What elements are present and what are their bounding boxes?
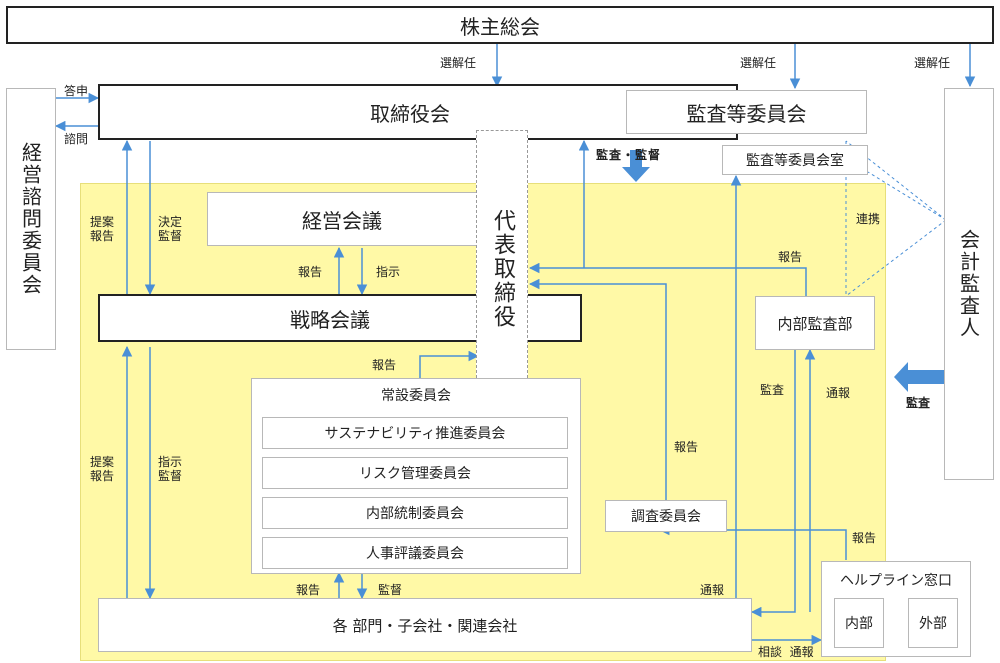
committee-personnel-label: 人事評議委員会 <box>366 546 464 562</box>
committee-internal-control: 内部統制委員会 <box>262 497 568 529</box>
audit-committee-office: 監査等委員会室 <box>722 145 868 175</box>
label-report-standing-up: 報告 <box>296 583 321 597</box>
strategy-meeting-label: 戦略会議 <box>290 307 370 332</box>
investigation-committee-label: 調査委員会 <box>631 509 701 525</box>
representative-director: 代表取締役 <box>476 130 528 408</box>
label-appoint-board: 選解任 <box>440 56 477 70</box>
label-report-ia: 報告 <box>778 250 803 264</box>
accounting-auditor: 会計監査人 <box>944 88 994 480</box>
audit-supervise-arrow <box>622 150 650 182</box>
label-audit-supervise: 監査・監督 <box>596 148 662 162</box>
standing-committees-title: 常設委員会 <box>381 388 451 404</box>
label-audit-ia: 監査 <box>760 383 785 397</box>
label-proposal-report-2: 提案 報告 <box>90 455 115 483</box>
departments-label: 各 部門・子会社・関連会社 <box>332 616 518 635</box>
label-coop: 連携 <box>856 212 881 226</box>
committee-risk-label: リスク管理委員会 <box>359 466 471 482</box>
arrow-ia-report <box>528 262 807 296</box>
label-appoint-auditor: 選解任 <box>914 56 951 70</box>
label-report-standing: 報告 <box>372 358 397 372</box>
label-consult: 諮問 <box>64 132 89 146</box>
advisory-committee: 経営諮問委員会 <box>6 88 56 350</box>
committee-sustainability-label: サステナビリティ推進委員会 <box>324 426 506 442</box>
management-meeting: 経営会議 <box>207 192 477 246</box>
label-whistle-office: 通報 <box>700 583 725 597</box>
helpline-title: ヘルプライン窓口 <box>840 573 952 589</box>
arrow-ia-audit <box>750 350 796 618</box>
auditor-audit-arrow <box>894 362 944 392</box>
committee-sustainability: サステナビリティ推進委員会 <box>262 417 568 449</box>
audit-committee-office-label: 監査等委員会室 <box>746 153 844 169</box>
label-report-inv: 報告 <box>674 440 699 454</box>
label-audit-auditor: 監査 <box>906 396 931 410</box>
label-appoint-audit: 選解任 <box>740 56 777 70</box>
standing-committees: 常設委員会 サステナビリティ推進委員会 リスク管理委員会 内部統制委員会 人事評… <box>251 378 581 574</box>
label-report-helpline: 報告 <box>852 531 877 545</box>
advisory-committee-label: 経営諮問委員会 <box>18 142 43 296</box>
label-proposal-report-1: 提案 報告 <box>90 215 115 243</box>
committee-internal-control-label: 内部統制委員会 <box>366 506 464 522</box>
label-decision-supervise: 決定 監督 <box>158 215 183 243</box>
label-report-1: 報告 <box>298 265 323 279</box>
helpline-external-label: 外部 <box>919 616 947 632</box>
arrow-standing-report <box>419 350 480 378</box>
label-answer: 答申 <box>64 84 89 98</box>
management-meeting-label: 経営会議 <box>302 208 382 233</box>
dashed-coop-3 <box>845 219 947 297</box>
accounting-auditor-label: 会計監査人 <box>956 229 981 339</box>
internal-audit-dept-label: 内部監査部 <box>777 314 853 333</box>
arrow-inv-report <box>528 278 667 500</box>
audit-committee: 監査等委員会 <box>626 90 867 134</box>
helpline-external: 外部 <box>908 598 958 648</box>
label-instruct-supervise: 指示 監督 <box>158 455 183 483</box>
representative-director-label: 代表取締役 <box>490 209 515 329</box>
helpline-internal: 内部 <box>834 598 884 648</box>
committee-risk: リスク管理委員会 <box>262 457 568 489</box>
board-label: 取締役会 <box>370 101 450 126</box>
shareholders-meeting: 株主総会 <box>6 6 994 44</box>
label-whistle-ia: 通報 <box>826 386 851 400</box>
investigation-committee: 調査委員会 <box>605 500 727 532</box>
label-instruct-1: 指示 <box>376 265 401 279</box>
label-supervise-standing: 監督 <box>378 583 403 597</box>
label-consult-whistle: 相談 通報 <box>758 645 814 659</box>
departments: 各 部門・子会社・関連会社 <box>98 598 752 652</box>
shareholders-meeting-label: 株主総会 <box>460 14 540 39</box>
audit-committee-label: 監査等委員会 <box>686 101 807 126</box>
internal-audit-dept: 内部監査部 <box>755 296 875 350</box>
helpline-internal-label: 内部 <box>845 616 873 632</box>
helpline: ヘルプライン窓口 内部 外部 <box>821 561 971 657</box>
committee-personnel: 人事評議委員会 <box>262 537 568 569</box>
